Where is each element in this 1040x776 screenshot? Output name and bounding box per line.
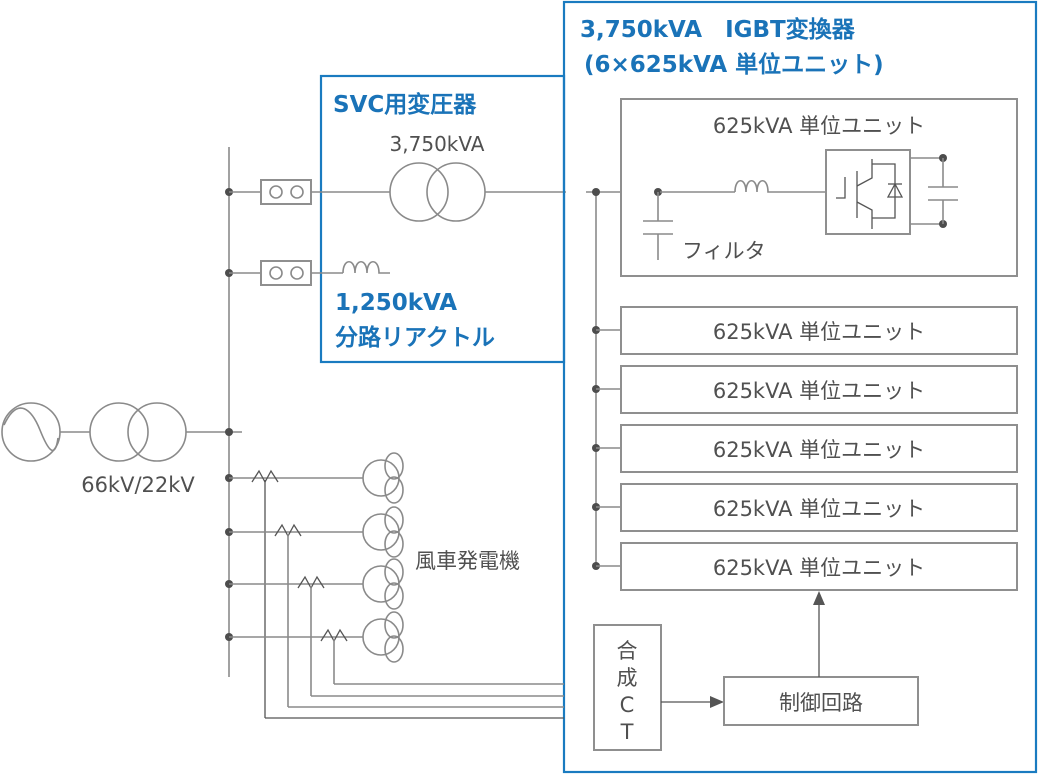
wind-turbine-icon xyxy=(362,452,404,504)
control-circuit-block: 制御回路 xyxy=(723,676,919,726)
unit-detailed: 625kVA 単位ユニット フィルタ xyxy=(620,98,1018,277)
wind-turbine-label: 風車発電機 xyxy=(415,549,520,573)
igbt-switch-icon xyxy=(825,149,911,235)
wind-turbine-icon xyxy=(362,558,404,610)
igbt-converter-frame xyxy=(562,0,1038,774)
unit-4: 625kVA 単位ユニット xyxy=(592,424,1018,473)
grid-transformer-icon xyxy=(89,402,187,462)
composite-ct-char: 成 xyxy=(617,666,638,690)
igbt-converter-title-1: 3,750kVA IGBT変換器 xyxy=(580,16,856,43)
arrow-right-icon xyxy=(710,696,724,708)
arrow-up-icon xyxy=(813,591,825,605)
breaker-shunt-reactor xyxy=(225,260,312,286)
svc-transformer-icon xyxy=(389,162,486,222)
wind-turbine-icon xyxy=(362,506,404,558)
unit-5: 625kVA 単位ユニット xyxy=(592,483,1018,532)
composite-ct-block: 合 成 C T xyxy=(593,624,662,751)
composite-ct-char: 合 xyxy=(617,639,638,663)
filter-capacitor-icon xyxy=(643,220,673,260)
unit-label: 625kVA 単位ユニット xyxy=(713,497,925,521)
shunt-reactor-name: 分路リアクトル xyxy=(335,324,495,351)
dc-capacitor-icon xyxy=(910,154,958,228)
svc-transformer-title: SVC用変圧器 xyxy=(333,91,477,118)
shunt-reactor-rating: 1,250kVA xyxy=(335,290,457,316)
breaker-svc-transformer xyxy=(225,179,312,205)
igbt-converter-title-2: (6×625kVA 単位ユニット) xyxy=(584,51,884,78)
ac-source-icon xyxy=(1,402,61,462)
composite-ct-char: C xyxy=(620,693,635,717)
shunt-reactor-icon xyxy=(342,260,390,274)
grid-transformer-label: 66kV/22kV xyxy=(81,473,195,497)
unit-label: 625kVA 単位ユニット xyxy=(713,320,925,344)
unit-label: 625kVA 単位ユニット xyxy=(713,556,925,580)
unit-2: 625kVA 単位ユニット xyxy=(592,306,1018,355)
wind-turbine-feeder-4 xyxy=(225,611,564,685)
unit-3: 625kVA 単位ユニット xyxy=(592,365,1018,414)
wind-turbine-feeder-1 xyxy=(225,452,564,719)
bus-junction xyxy=(225,428,233,436)
unit-label: 625kVA 単位ユニット xyxy=(713,379,925,403)
svc-transformer-frame xyxy=(319,74,566,364)
composite-ct-char: T xyxy=(620,720,634,744)
wind-turbine-icon xyxy=(362,611,404,663)
wind-turbine-feeder-2 xyxy=(225,506,564,708)
unit-detailed-label: 625kVA 単位ユニット xyxy=(713,114,925,138)
unit-label: 625kVA 単位ユニット xyxy=(713,438,925,462)
filter-label: フィルタ xyxy=(682,239,766,263)
unit-6: 625kVA 単位ユニット xyxy=(592,542,1018,591)
filter-reactor-icon xyxy=(734,179,826,193)
svc-transformer-rating: 3,750kVA xyxy=(390,132,485,156)
control-circuit-label: 制御回路 xyxy=(779,691,863,715)
wind-turbine-feeder-3 xyxy=(225,558,564,697)
